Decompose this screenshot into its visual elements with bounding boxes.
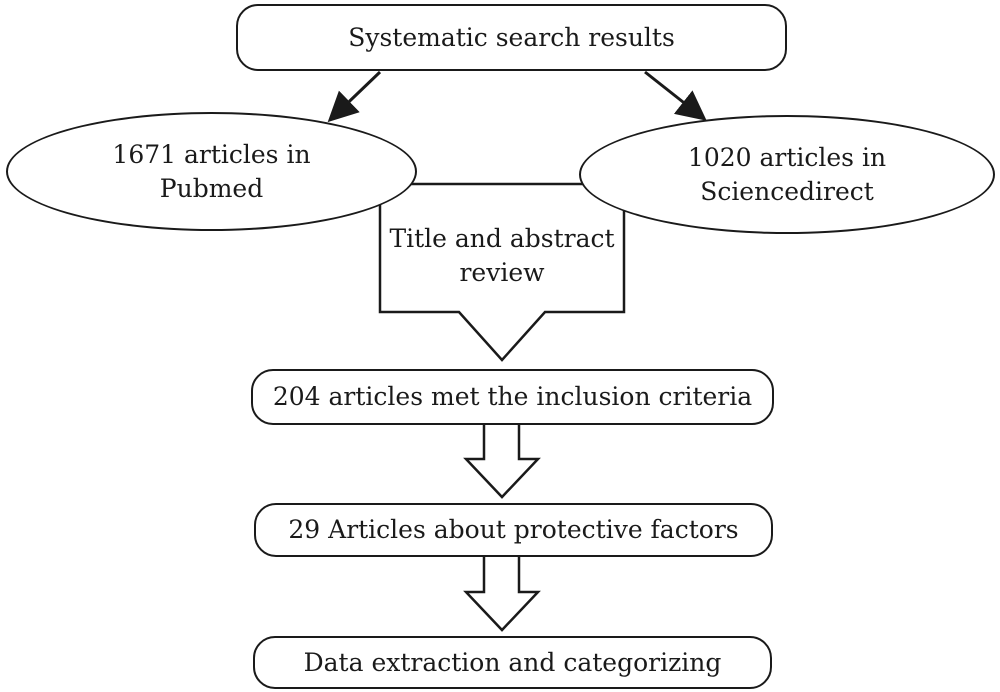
node-sciencedirect-line1: 1020 articles in — [687, 142, 887, 172]
node-systematic-search-results: Systematic search results — [236, 4, 787, 71]
node-inclusion-criteria-label: 204 articles met the inclusion criteria — [272, 382, 753, 411]
node-protective-factors: 29 Articles about protective factors — [254, 503, 773, 557]
arrow-to-sciencedirect — [644, 70, 707, 121]
node-sciencedirect-line2: Sciencedirect — [700, 176, 874, 206]
node-pubmed: 1671 articles in Pubmed — [6, 112, 417, 231]
node-sciencedirect: 1020 articles in Sciencedirect — [579, 115, 995, 234]
node-data-extraction: Data extraction and categorizing — [253, 636, 772, 689]
node-review-line1: Title and abstract — [389, 224, 615, 253]
block-arrow-1 — [463, 421, 541, 499]
node-title-abstract-review: Title and abstract review — [380, 222, 624, 290]
arrow-to-pubmed — [327, 70, 382, 123]
node-review-line2: review — [459, 258, 545, 287]
node-systematic-search-results-label: Systematic search results — [348, 22, 675, 52]
node-data-extraction-label: Data extraction and categorizing — [303, 647, 722, 677]
node-pubmed-line1: 1671 articles in — [112, 139, 311, 169]
node-inclusion-criteria: 204 articles met the inclusion criteria — [251, 369, 774, 425]
node-pubmed-line2: Pubmed — [159, 173, 264, 203]
node-protective-factors-label: 29 Articles about protective factors — [288, 515, 739, 544]
block-arrow-2 — [463, 553, 541, 632]
